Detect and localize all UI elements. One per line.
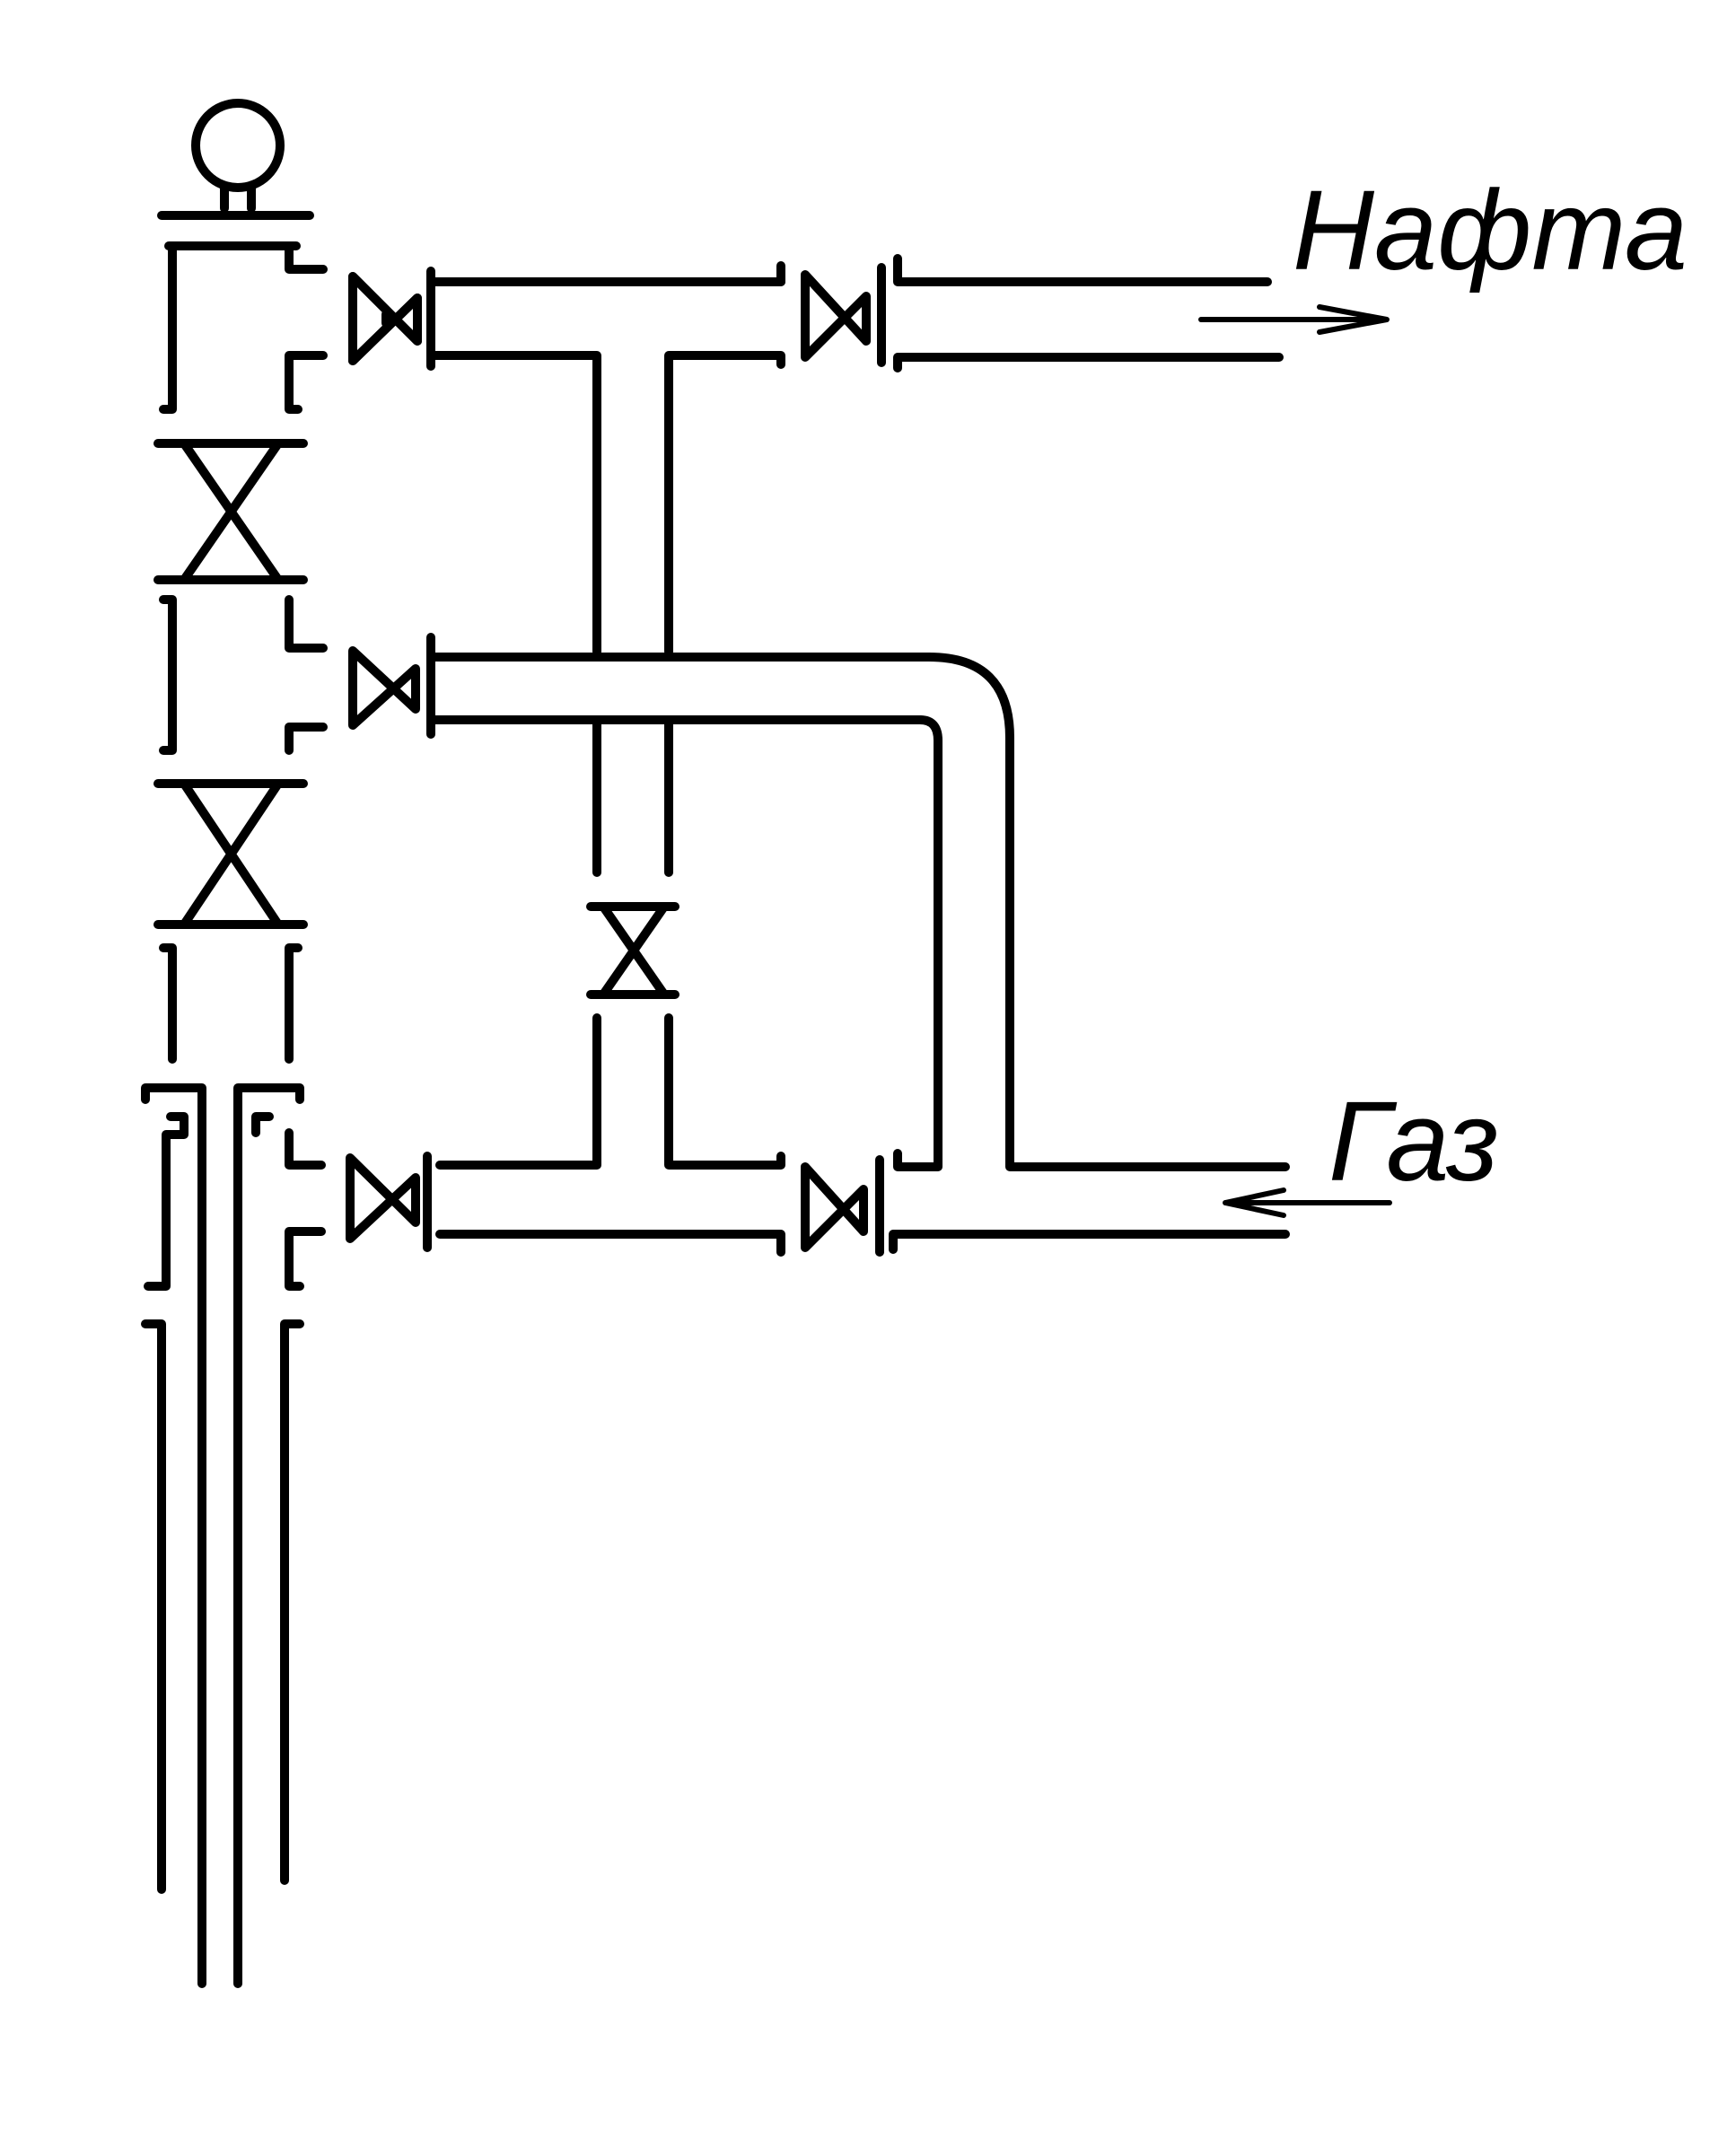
lower-master-valve-icon	[153, 779, 308, 929]
oil-label: Нафта	[1293, 167, 1688, 294]
oil-outflow-arrow-icon	[1198, 304, 1390, 335]
casing-strings	[141, 1319, 304, 1894]
wing-valve-upper-icon	[348, 267, 435, 371]
middle-cross	[159, 595, 328, 755]
wing-valve-middle-icon	[348, 633, 435, 739]
upper-cross	[159, 241, 328, 414]
wing-valve-lower-icon	[346, 1152, 432, 1252]
bypass-line	[426, 653, 1290, 1171]
gas-label: Газ	[1328, 1078, 1499, 1205]
upper-master-valve-icon	[153, 439, 308, 584]
oil-flowline	[426, 254, 1284, 656]
tubing-spool	[159, 943, 302, 1064]
gas-flowline	[435, 1013, 1290, 1257]
bypass-valve-icon	[586, 902, 679, 999]
tubing-head	[141, 1083, 326, 1988]
gas-inflow-arrow-icon	[1223, 1187, 1392, 1218]
pressure-gauge-icon	[157, 99, 314, 220]
